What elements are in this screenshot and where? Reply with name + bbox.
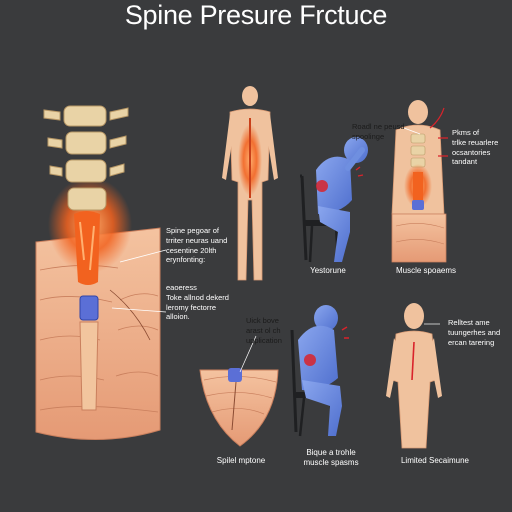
standing-caption: Limited Secaimune bbox=[400, 456, 470, 465]
torso-spine-figure bbox=[391, 100, 448, 263]
pointer-line-upper bbox=[119, 249, 167, 263]
torso-pointer-label: Roadl ne peusd spoolinge bbox=[352, 122, 405, 141]
section-pointer-label: Uick bove arast ol ch upplication bbox=[246, 316, 282, 345]
pointer-line-lower bbox=[111, 307, 167, 313]
seated-figure-top bbox=[300, 137, 368, 263]
seated-bottom-caption: Bique a trohle muscle spasms bbox=[303, 448, 359, 468]
torso-side-label: Pkms of trlke reuarlere ocsantories tand… bbox=[452, 128, 499, 167]
standing-pointer-label: Relltest ame tuungerhes and ercan tareri… bbox=[448, 318, 501, 347]
page-title: Spine Presure Frctuce bbox=[124, 0, 388, 30]
inflamed-column bbox=[74, 211, 100, 285]
tissue-section-wedge bbox=[199, 335, 279, 447]
lower-spinal-cord bbox=[79, 321, 99, 411]
standing-anatomy-figure bbox=[222, 86, 278, 281]
standing-figure-bottom bbox=[386, 303, 442, 449]
seated-top-caption: Yestorune bbox=[310, 266, 346, 275]
vertebra-stack bbox=[43, 105, 129, 211]
spine-lower-label: eaoeress Toke allnod dekerd leromy fecto… bbox=[166, 283, 229, 322]
spasm-caption: Muscle spoaems bbox=[395, 266, 457, 275]
seated-figure-bottom bbox=[290, 305, 349, 437]
spine-main-label: Spine pegoar of trriter neuras uand cese… bbox=[166, 226, 228, 265]
spinal-disc bbox=[79, 295, 99, 321]
spine-cross-section bbox=[35, 105, 167, 440]
section-caption: Spilel mptone bbox=[216, 456, 266, 465]
